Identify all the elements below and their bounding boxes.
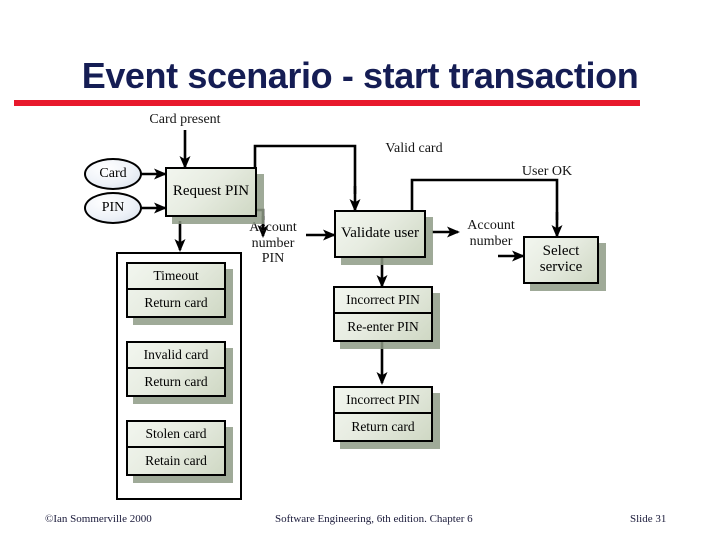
exception-pair-timeout-top: Timeout [128,264,224,290]
title-underline-rule [14,100,640,106]
process-select-service-label: Select service [539,243,583,275]
event-scenario-diagram: Card present Valid card User OK Account … [0,108,720,508]
exception-pair-incorrect-pin-retry-bottom: Re-enter PIN [347,319,419,334]
process-request-pin[interactable]: Request PIN [165,167,257,217]
exception-pair-incorrect-pin-retry-top: Incorrect PIN [335,288,431,314]
exception-pair-incorrect-pin-retry[interactable]: Incorrect PIN Re-enter PIN [333,286,433,342]
footer-copyright: ©Ian Sommerville 2000 [45,513,152,525]
flow-label-user-ok: User OK [521,164,573,179]
exception-pair-incorrect-pin-final-bottom: Return card [351,419,415,434]
flow-label-valid-card: Valid card [385,141,443,156]
process-validate-user[interactable]: Validate user [334,210,426,258]
process-request-pin-label: Request PIN [172,183,250,200]
card-exception-group [116,252,242,500]
exception-pair-invalid-card-top: Invalid card [128,343,224,369]
flow-label-account-number-pin: Account number PIN [249,220,297,267]
exception-pair-incorrect-pin-final-top: Incorrect PIN [335,388,431,414]
exception-pair-stolen-card-bottom: Retain card [145,453,207,468]
exception-pair-invalid-card[interactable]: Invalid card Return card [126,341,226,397]
exception-pair-stolen-card[interactable]: Stolen card Retain card [126,420,226,476]
exception-pair-timeout-bottom: Return card [144,295,208,310]
exception-pair-incorrect-pin-final[interactable]: Incorrect PIN Return card [333,386,433,442]
input-node-card-label: Card [99,166,127,181]
input-node-pin-label: PIN [101,200,125,215]
process-validate-user-label: Validate user [341,225,419,242]
footer-slide-number: Slide 31 [630,513,667,525]
input-node-pin[interactable]: PIN [84,192,142,224]
flow-label-account-number: Account number [467,218,515,249]
input-node-card[interactable]: Card [84,158,142,190]
exception-pair-stolen-card-top: Stolen card [128,422,224,448]
flow-label-card-present: Card present [149,112,221,127]
footer-source: Software Engineering, 6th edition. Chapt… [275,513,473,525]
process-select-service[interactable]: Select service [523,236,599,284]
exception-pair-timeout[interactable]: Timeout Return card [126,262,226,318]
page-title: Event scenario - start transaction [81,55,639,96]
exception-pair-invalid-card-bottom: Return card [144,374,208,389]
